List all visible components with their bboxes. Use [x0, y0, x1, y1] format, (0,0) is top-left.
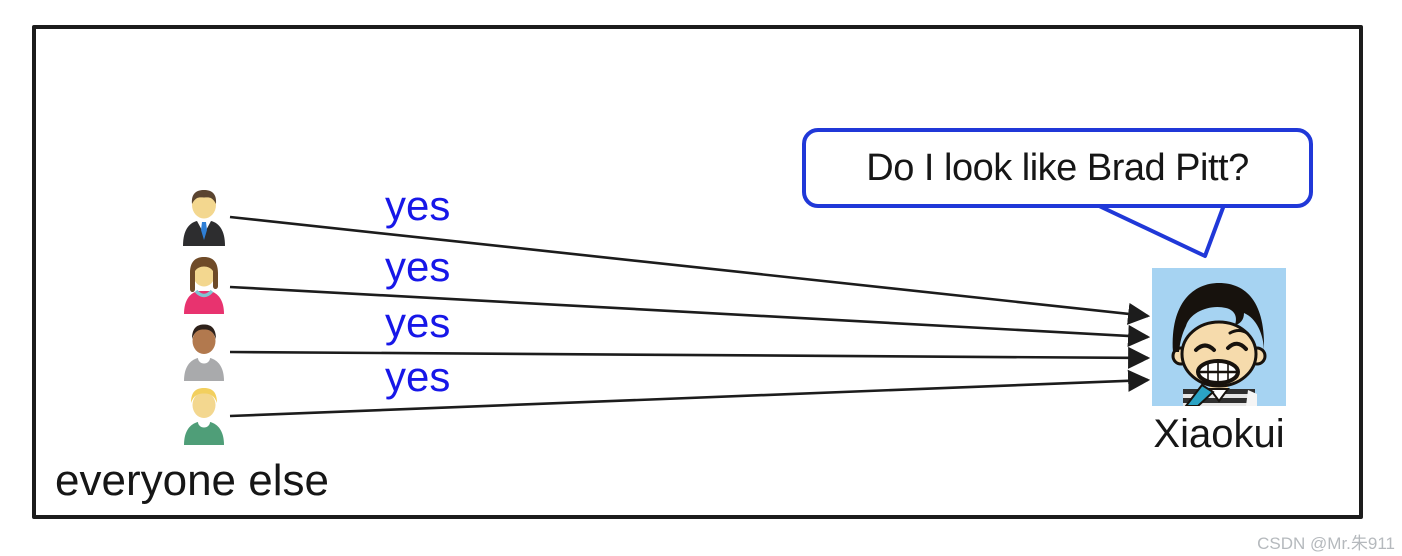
speech-bubble-text: Do I look like Brad Pitt?: [866, 146, 1249, 189]
character-name-label: Xiaokui: [1153, 412, 1285, 456]
arrow-line-1: [229, 215, 1151, 325]
arrow-line-4: [229, 369, 1151, 418]
cartoon-boy-avatar-icon: [1152, 268, 1286, 406]
speech-bubble-tail: [1096, 203, 1226, 258]
businessman-icon: [180, 188, 228, 246]
watermark: CSDN @Mr.朱911: [1257, 534, 1395, 553]
diagram-frame: [32, 25, 1363, 519]
arrow-label-yes-3: yes: [385, 299, 451, 346]
person-blonde-icon: [180, 387, 228, 445]
woman-icon: [180, 256, 228, 314]
speech-bubble: Do I look like Brad Pitt?: [802, 128, 1313, 208]
arrow-line-2: [229, 285, 1151, 347]
arrow-label-yes-4: yes: [385, 353, 451, 400]
arrow-label-yes-1: yes: [385, 182, 451, 229]
arrow-label-yes-2: yes: [385, 243, 451, 290]
person-dark-skin-icon: [180, 323, 228, 381]
group-label: everyone else: [55, 456, 329, 505]
arrow-line-3: [229, 346, 1151, 369]
